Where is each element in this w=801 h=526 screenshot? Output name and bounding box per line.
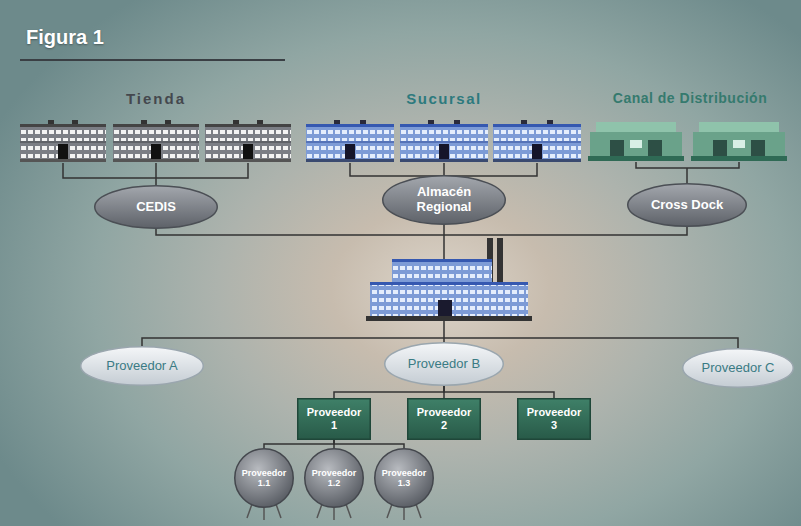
factory-roof (392, 259, 492, 262)
store-building (20, 120, 106, 162)
site-oval: CEDIS (94, 185, 218, 229)
node-label: Cross Dock (651, 198, 723, 213)
node-label: Proveedor A (106, 359, 178, 374)
connector (264, 440, 334, 448)
group-heading: Canal de Distribución (613, 90, 767, 106)
group-heading: Sucursal (406, 90, 481, 107)
connector (334, 386, 444, 398)
node-label: Proveedor 2 (413, 406, 475, 431)
connector (334, 440, 404, 448)
box-shape (518, 399, 591, 440)
branch-building (493, 120, 581, 162)
node-label: Proveedor B (408, 357, 480, 372)
title-rule (20, 59, 285, 61)
oval-shape (81, 347, 204, 386)
supplier-circle: Proveedor 1.3 (374, 448, 434, 508)
supplier-box: Proveedor 2 (407, 398, 481, 440)
node-label: Proveedor 1 (303, 406, 365, 431)
oval-shape (235, 449, 294, 508)
store-building (205, 120, 291, 162)
connector (444, 386, 554, 398)
box-shape (408, 399, 481, 440)
node-label: Proveedor 1.2 (311, 468, 358, 489)
branch-building (400, 120, 488, 162)
oval-shape (683, 349, 794, 388)
site-oval: Almacén Regional (382, 175, 506, 225)
factory-roof (370, 282, 528, 285)
factory-body (370, 285, 528, 318)
node-label: Proveedor 1.1 (241, 468, 288, 489)
node-label: Almacén Regional (403, 185, 485, 215)
warehouse-building (691, 122, 787, 161)
site-oval: Proveedor A (80, 346, 204, 386)
chimney (497, 238, 503, 286)
oval-shape (385, 343, 504, 386)
store-building (113, 120, 199, 162)
oval-shape (383, 176, 506, 225)
supplier-circle: Proveedor 1.2 (304, 448, 364, 508)
site-oval: Proveedor B (384, 342, 504, 386)
supplier-box: Proveedor 1 (297, 398, 371, 440)
box-shape (298, 399, 371, 440)
group-heading: Tienda (126, 90, 186, 107)
node-label: CEDIS (136, 200, 176, 215)
branch-buildings (306, 120, 581, 162)
site-oval: Cross Dock (627, 183, 747, 227)
site-oval: Proveedor C (682, 348, 794, 388)
node-label: Proveedor C (702, 361, 775, 376)
branch-building (306, 120, 394, 162)
supplier-circle: Proveedor 1.1 (234, 448, 294, 508)
oval-shape (305, 449, 364, 508)
oval-shape (375, 449, 434, 508)
factory-upper (392, 262, 492, 284)
node-label: Proveedor 3 (523, 406, 585, 431)
factory (366, 238, 532, 321)
oval-shape (95, 186, 218, 229)
factory-door (438, 300, 452, 318)
oval-shape (628, 184, 747, 227)
figure-title: Figura 1 (26, 26, 104, 49)
supplier-box: Proveedor 3 (517, 398, 591, 440)
node-label: Proveedor 1.3 (381, 468, 428, 489)
factory-base (366, 316, 532, 321)
warehouses (588, 122, 787, 161)
store-buildings (20, 120, 291, 162)
warehouse-building (588, 122, 684, 161)
